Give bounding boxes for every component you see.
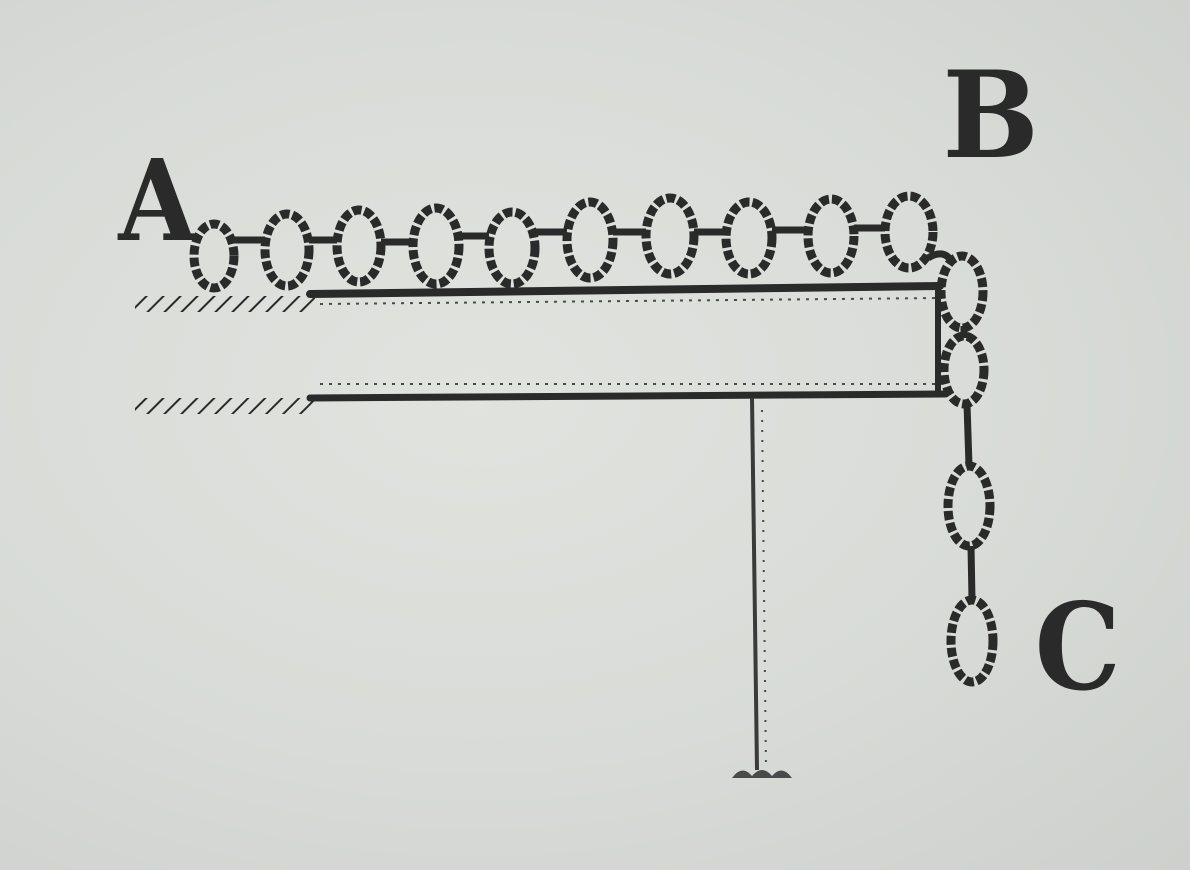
chain-link: [939, 331, 989, 409]
chain-links-on-table: [189, 191, 938, 293]
point-label-a: A: [118, 136, 197, 267]
table-bottom-hatching: [135, 398, 315, 414]
chain-link: [943, 461, 995, 551]
table-top-hatching: [135, 296, 315, 312]
chain-link: [408, 203, 464, 289]
chain-link: [484, 207, 540, 289]
table-leg-line: [750, 397, 759, 771]
point-label-b: B: [942, 45, 1039, 186]
chain-links-hanging: [936, 251, 998, 687]
chain-connector: [967, 545, 976, 601]
chain-connectors-hanging: [960, 326, 976, 601]
table-top-dotted-line: [319, 297, 941, 305]
table-top-surface: [135, 282, 944, 312]
chain-link: [803, 194, 859, 278]
point-label-c: C: [1034, 577, 1121, 718]
chain-link: [189, 219, 239, 293]
table-top-edge: [306, 282, 944, 298]
table-bottom-surface: [135, 383, 949, 414]
table-leg-dotted-line: [761, 409, 767, 771]
chain-link: [936, 251, 988, 333]
chain-link: [946, 595, 998, 687]
chain-link: [332, 205, 386, 287]
chain-link: [721, 197, 777, 279]
chain-link: [260, 209, 314, 291]
chain-link: [641, 193, 699, 279]
table-leg-foot: [732, 770, 792, 778]
table-leg: [732, 397, 792, 778]
chain-link: [562, 197, 618, 283]
chain-connector: [963, 403, 973, 467]
chain-link: [880, 191, 938, 273]
table-bottom-edge: [306, 390, 949, 402]
